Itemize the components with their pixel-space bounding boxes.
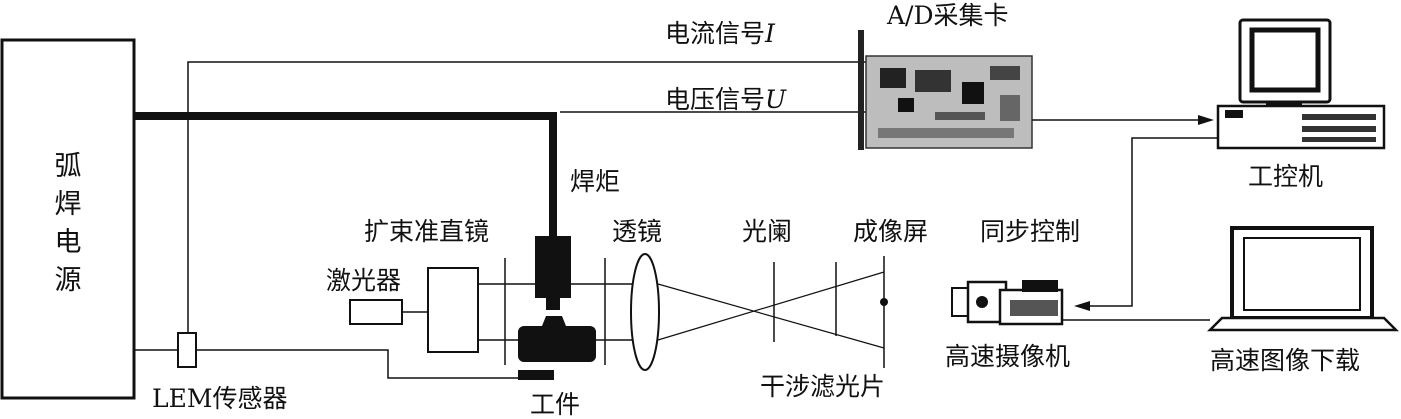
current-signal-text: 电流信号 bbox=[665, 19, 766, 48]
current-symbol: I bbox=[765, 19, 775, 48]
ad-card bbox=[858, 30, 1033, 150]
beam-expander-label: 扩束准直镜 bbox=[364, 217, 490, 246]
lens bbox=[630, 253, 660, 371]
lens-label: 透镜 bbox=[612, 217, 663, 246]
torch-cable bbox=[134, 112, 557, 240]
laptop bbox=[1206, 226, 1400, 332]
voltage-signal-label: 电压信号U bbox=[665, 86, 786, 114]
laser-label: 激光器 bbox=[326, 266, 402, 295]
high-speed-camera-label: 高速摄像机 bbox=[945, 342, 1071, 371]
lem-sensor-label: LEM传感器 bbox=[152, 384, 288, 413]
power-source-label: 弧焊电源 bbox=[54, 151, 82, 296]
workpiece-block bbox=[518, 326, 596, 362]
ipc-computer bbox=[1216, 18, 1386, 150]
ipc-label: 工控机 bbox=[1248, 162, 1324, 191]
sync-control-line bbox=[1078, 137, 1218, 307]
workpiece-clamp bbox=[542, 316, 566, 326]
workpiece-base bbox=[518, 370, 554, 380]
imaging-screen-label: 成像屏 bbox=[853, 217, 929, 246]
beam-expander-box bbox=[427, 267, 479, 353]
torch-label: 焊炬 bbox=[570, 167, 621, 196]
image-download-label: 高速图像下载 bbox=[1210, 346, 1361, 375]
current-signal-line bbox=[187, 61, 868, 335]
torch-head bbox=[535, 236, 571, 298]
sync-arrow bbox=[1074, 301, 1090, 311]
ad-card-label: A/D采集卡 bbox=[887, 1, 1009, 30]
focus-ray-2 bbox=[657, 271, 885, 341]
high-speed-camera bbox=[951, 280, 1064, 326]
aperture-label: 光阑 bbox=[742, 217, 793, 246]
voltage-symbol: U bbox=[765, 85, 787, 114]
ad-to-ipc-arrow bbox=[1198, 115, 1214, 125]
interference-filter-label: 干涉滤光片 bbox=[760, 372, 886, 401]
torch-nozzle bbox=[546, 298, 560, 310]
current-signal-label: 电流信号I bbox=[665, 20, 775, 48]
sync-control-label: 同步控制 bbox=[980, 217, 1081, 246]
focus-point bbox=[880, 298, 888, 306]
workpiece-label: 工件 bbox=[530, 390, 581, 419]
focus-ray-1 bbox=[657, 283, 885, 349]
workpiece-cable-2 bbox=[196, 349, 520, 379]
lem-sensor bbox=[177, 332, 197, 368]
laser-box bbox=[349, 299, 403, 325]
power-source-box bbox=[0, 38, 136, 400]
voltage-signal-text: 电压信号 bbox=[665, 85, 766, 114]
